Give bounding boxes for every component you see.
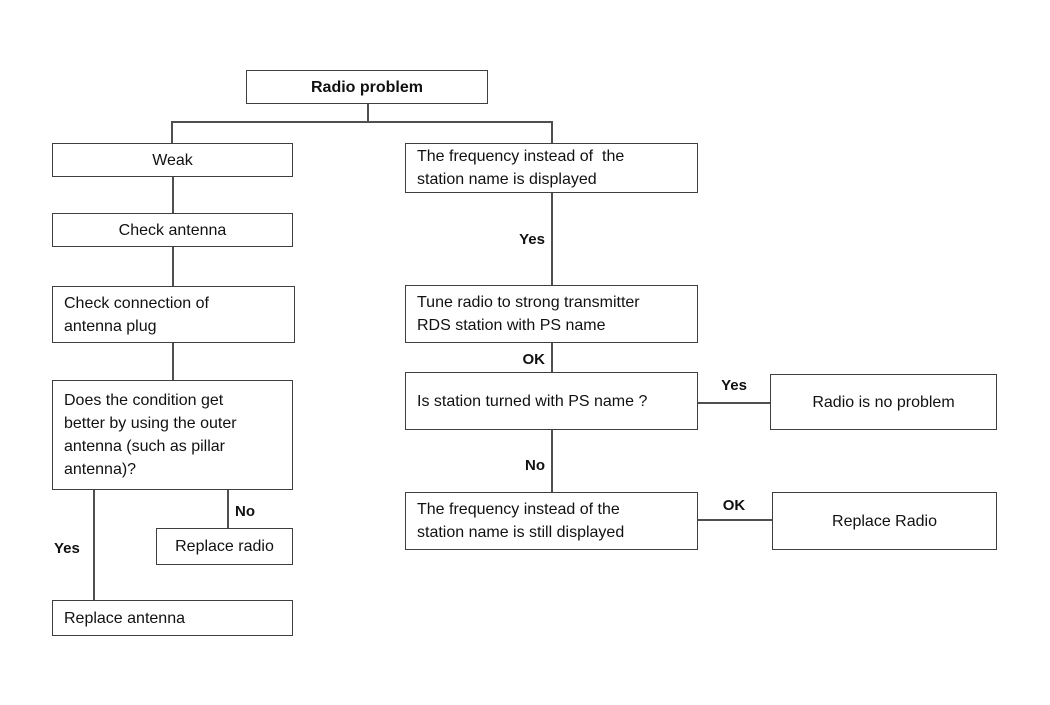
node-radio-problem: Radio problem xyxy=(246,70,488,104)
connector-ok-to-replace-radio xyxy=(698,519,772,521)
edge-label-yes-outer-antenna: Yes xyxy=(54,540,80,557)
node-replace-radio: Replace radio xyxy=(156,528,293,565)
connector-drop-right-branch xyxy=(551,121,553,143)
node-check-connection-antenna-plug: Check connection of antenna plug xyxy=(52,286,295,343)
connector-ok-to-is-station xyxy=(551,343,553,372)
node-frequency-still-displayed: The frequency instead of the station nam… xyxy=(405,492,698,550)
edge-label-no-station: No xyxy=(525,457,545,474)
connector-yes-to-no-problem xyxy=(698,402,770,404)
edge-label-ok-still-displayed: OK xyxy=(722,497,746,514)
connector-connection-to-condition xyxy=(172,343,174,380)
edge-label-yes-station: Yes xyxy=(721,377,747,394)
connector-yes-to-tune-radio xyxy=(551,193,553,285)
node-tune-radio-rds: Tune radio to strong transmitter RDS sta… xyxy=(405,285,698,343)
connector-split-horizontal xyxy=(171,121,552,123)
node-condition-better-outer-antenna: Does the condition get better by using t… xyxy=(52,380,293,490)
node-replace-radio-final: Replace Radio xyxy=(772,492,997,550)
node-is-station-turned: Is station turned with PS name ? xyxy=(405,372,698,430)
connector-no-to-replace-radio xyxy=(227,490,229,528)
node-weak: Weak xyxy=(52,143,293,177)
node-replace-antenna: Replace antenna xyxy=(52,600,293,636)
connector-yes-to-replace-antenna xyxy=(93,490,95,600)
edge-label-no-outer-antenna: No xyxy=(235,503,255,520)
connector-no-to-still-displayed xyxy=(551,430,553,492)
connector-drop-left-branch xyxy=(171,121,173,143)
node-check-antenna: Check antenna xyxy=(52,213,293,247)
edge-label-yes-frequency: Yes xyxy=(519,231,545,248)
connector-weak-to-check-antenna xyxy=(172,177,174,213)
edge-label-ok-tune: OK xyxy=(522,351,546,368)
node-radio-no-problem: Radio is no problem xyxy=(770,374,997,430)
connector-check-antenna-to-connection xyxy=(172,247,174,286)
connector-stem-top xyxy=(367,104,369,121)
node-frequency-displayed: The frequency instead of the station nam… xyxy=(405,143,698,193)
